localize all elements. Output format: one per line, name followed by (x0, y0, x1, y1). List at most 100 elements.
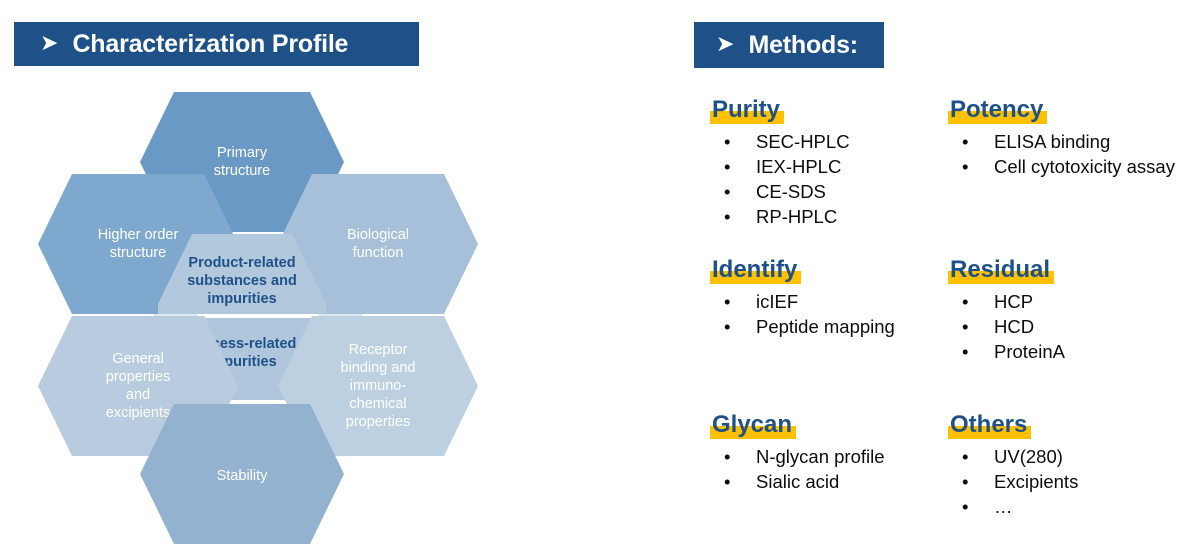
list-item: • IEX-HPLC (710, 154, 950, 179)
list-item: • UV(280) (948, 444, 1183, 469)
hex-label-line: structure (110, 245, 166, 261)
highlight-bar (710, 271, 802, 284)
list-item: •… (948, 494, 1183, 519)
method-title-wrap-glycan: Glycan (710, 411, 797, 440)
method-list-others: •UV(280) •Excipients •… (948, 444, 1183, 519)
list-item: • icIEF (710, 289, 950, 314)
method-title-wrap-identify: Identify (710, 256, 802, 285)
list-item: • Cell cytotoxicity assay (948, 154, 1183, 179)
bullet-icon: • (724, 206, 731, 227)
bullet-icon: • (962, 496, 969, 517)
bullet-icon: • (962, 156, 969, 177)
method-title-identify: Identify (712, 256, 798, 283)
hex-label-line: substances and (187, 273, 297, 289)
hex-label-line: Product-related (188, 255, 295, 271)
highlight-bar (948, 271, 1055, 284)
hex-receptor-binding: Receptor binding and immuno- chemical pr… (278, 316, 478, 456)
hex-product-related-substances: Product-related substances and impuritie… (158, 234, 326, 314)
list-item: • HCP (948, 289, 1183, 314)
hex-label-line: binding and (341, 360, 416, 376)
method-list-identify: • icIEF • Peptide mapping (710, 289, 950, 339)
method-list-residual: • HCP • HCD • ProteinA (948, 289, 1183, 364)
bullet-icon: • (962, 446, 969, 467)
methods-title: Methods: (748, 30, 858, 59)
highlight-bar (710, 111, 785, 124)
method-title-others: Others (950, 411, 1028, 438)
hex-label-line: General (112, 351, 164, 367)
hex-label-line: Biological (347, 227, 409, 243)
bullet-icon: • (962, 471, 969, 492)
list-item: • Peptide mapping (710, 314, 950, 339)
methods-grid: Purity • SEC-HPLC • IEX-HPLC •CE-SDS • RP-H… (700, 96, 1180, 546)
bullet-icon: • (962, 131, 969, 152)
list-item: • ELISA binding (948, 129, 1183, 154)
list-item-label: … (994, 496, 1013, 517)
method-title-wrap-potency: Potency (948, 96, 1048, 125)
highlight-bar (948, 426, 1032, 439)
method-title-glycan: Glycan (712, 411, 793, 438)
list-item-label: UV(280) (994, 446, 1063, 467)
hex-label-line: Primary (217, 145, 268, 161)
bullet-icon: • (724, 181, 731, 202)
bullet-icon: • (962, 316, 969, 337)
highlight-bar (948, 111, 1048, 124)
arrow-right-icon: ➤ (716, 32, 735, 57)
bullet-icon: • (962, 341, 969, 362)
methods-header-bar: ➤ Methods: (694, 22, 884, 68)
method-block-purity: Purity • SEC-HPLC • IEX-HPLC •CE-SDS • RP-H… (710, 96, 950, 229)
list-item-label: HCD (994, 316, 1035, 337)
list-item-label: RP-HPLC (756, 206, 838, 227)
hex-label-line: Stability (217, 468, 269, 484)
hex-label-line: excipients (106, 405, 170, 421)
list-item-label: HCP (994, 291, 1034, 312)
hex-label-line: structure (214, 163, 270, 179)
list-item-label: N-glycan profile (756, 446, 885, 467)
bullet-icon: • (724, 446, 731, 467)
method-title-potency: Potency (950, 96, 1044, 123)
hex-label-line: Higher order (98, 227, 179, 243)
list-item-label: Cell cytotoxicity assay (994, 156, 1175, 177)
list-item: • Excipients (948, 469, 1183, 494)
list-item-label: icIEF (756, 291, 799, 312)
method-list-potency: • ELISA binding • Cell cytotoxicity assay (948, 129, 1183, 179)
highlight-bar (710, 426, 797, 439)
list-item: • Sialic acid (710, 469, 950, 494)
method-block-potency: Potency • ELISA binding • Cell cytotoxicit… (948, 96, 1183, 179)
list-item: • N-glycan profile (710, 444, 950, 469)
list-item-label: Sialic acid (756, 471, 840, 492)
characterization-hexagon-diagram: Primary structure Higher order structure… (22, 82, 492, 547)
method-block-identify: Identify • icIEF • Peptide mapping (710, 256, 950, 339)
arrow-right-icon: ➤ (40, 31, 59, 56)
list-item-label: SEC-HPLC (756, 131, 850, 152)
hex-label-line: Receptor (349, 342, 408, 358)
hex-label-line: function (353, 245, 404, 261)
bullet-icon: • (962, 291, 969, 312)
method-block-others: Others •UV(280) •Excipients •… (948, 411, 1183, 519)
list-item: • SEC-HPLC (710, 129, 950, 154)
list-item-label: Peptide mapping (756, 316, 895, 337)
method-title-purity: Purity (712, 96, 781, 123)
bullet-icon: • (724, 156, 731, 177)
list-item: •CE-SDS (710, 179, 950, 204)
list-item-label: IEX-HPLC (756, 156, 842, 177)
method-block-residual: Residual • HCP • HCD • ProteinA (948, 256, 1183, 364)
list-item: • RP-HPLC (710, 204, 950, 229)
hex-biological-function: Biological function (278, 174, 478, 314)
hex-label-line: and (126, 387, 150, 403)
list-item: • ProteinA (948, 339, 1183, 364)
list-item: • HCD (948, 314, 1183, 339)
bullet-icon: • (724, 291, 731, 312)
hex-label-line: properties (346, 414, 410, 430)
hex-label-line: properties (106, 369, 170, 385)
list-item-label: Excipients (994, 471, 1079, 492)
list-item-label: ProteinA (994, 341, 1065, 362)
method-title-wrap-purity: Purity (710, 96, 785, 125)
list-item-label: ELISA binding (994, 131, 1111, 152)
bullet-icon: • (724, 471, 731, 492)
hex-stability: Stability (140, 404, 344, 544)
method-title-wrap-residual: Residual (948, 256, 1055, 285)
bullet-icon: • (724, 131, 731, 152)
method-block-glycan: Glycan • N-glycan profile • Sialic acid (710, 411, 950, 494)
hex-label-line: impurities (207, 291, 276, 307)
hex-label-line: immuno- (350, 378, 407, 394)
